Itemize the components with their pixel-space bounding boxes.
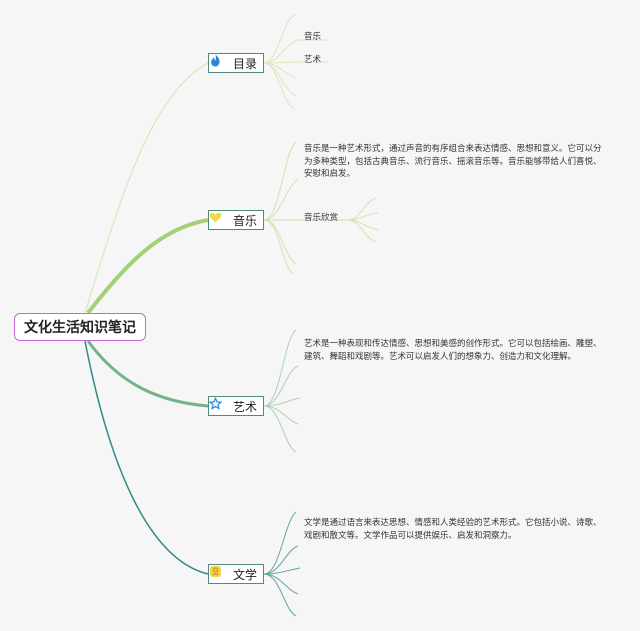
art-description: 艺术是一种表现和传达情感、思想和美感的创作形式。它可以包括绘画、雕塑、建筑、舞蹈…	[304, 339, 602, 362]
catalog-child-music[interactable]: 音乐	[304, 32, 322, 42]
topic-art[interactable]: 艺术	[208, 396, 264, 416]
edge-root-catalog	[84, 62, 209, 314]
music-description: 音乐是一种艺术形式，通过声音的有序组合来表达情感、思想和意义。它可以分为多种类型…	[304, 144, 602, 179]
heart-icon	[209, 212, 228, 227]
art-fan	[263, 329, 301, 453]
literature-description: 文学是通过语言来表达思想、情感和人类经验的艺术形式。它包括小说、诗歌、戏剧和散文…	[304, 518, 602, 541]
edge-root-music	[86, 218, 209, 315]
music-child-appreciation[interactable]: 音乐欣赏	[304, 213, 339, 223]
music-appreciation-fan	[347, 197, 379, 243]
topic-music[interactable]: 音乐	[208, 210, 264, 230]
literature-fan	[263, 511, 301, 617]
topic-literature-label: 文学	[232, 567, 257, 582]
edge-root-art	[86, 340, 209, 408]
topic-music-label: 音乐	[232, 213, 257, 228]
catalog-fan	[263, 13, 299, 109]
catalog-child-art[interactable]: 艺术	[304, 55, 322, 65]
book-icon	[210, 566, 228, 581]
star-icon	[209, 397, 228, 413]
topic-catalog[interactable]: 目录	[208, 53, 264, 73]
topic-literature[interactable]: 文学	[208, 564, 264, 584]
root-topic[interactable]: 文化生活知识笔记	[14, 313, 146, 341]
edge-root-literature	[84, 340, 209, 575]
root-title: 文化生活知识笔记	[24, 320, 136, 336]
fire-icon	[211, 54, 228, 70]
topic-catalog-label: 目录	[232, 56, 257, 71]
music-fan	[263, 141, 300, 275]
topic-art-label: 艺术	[232, 399, 257, 414]
